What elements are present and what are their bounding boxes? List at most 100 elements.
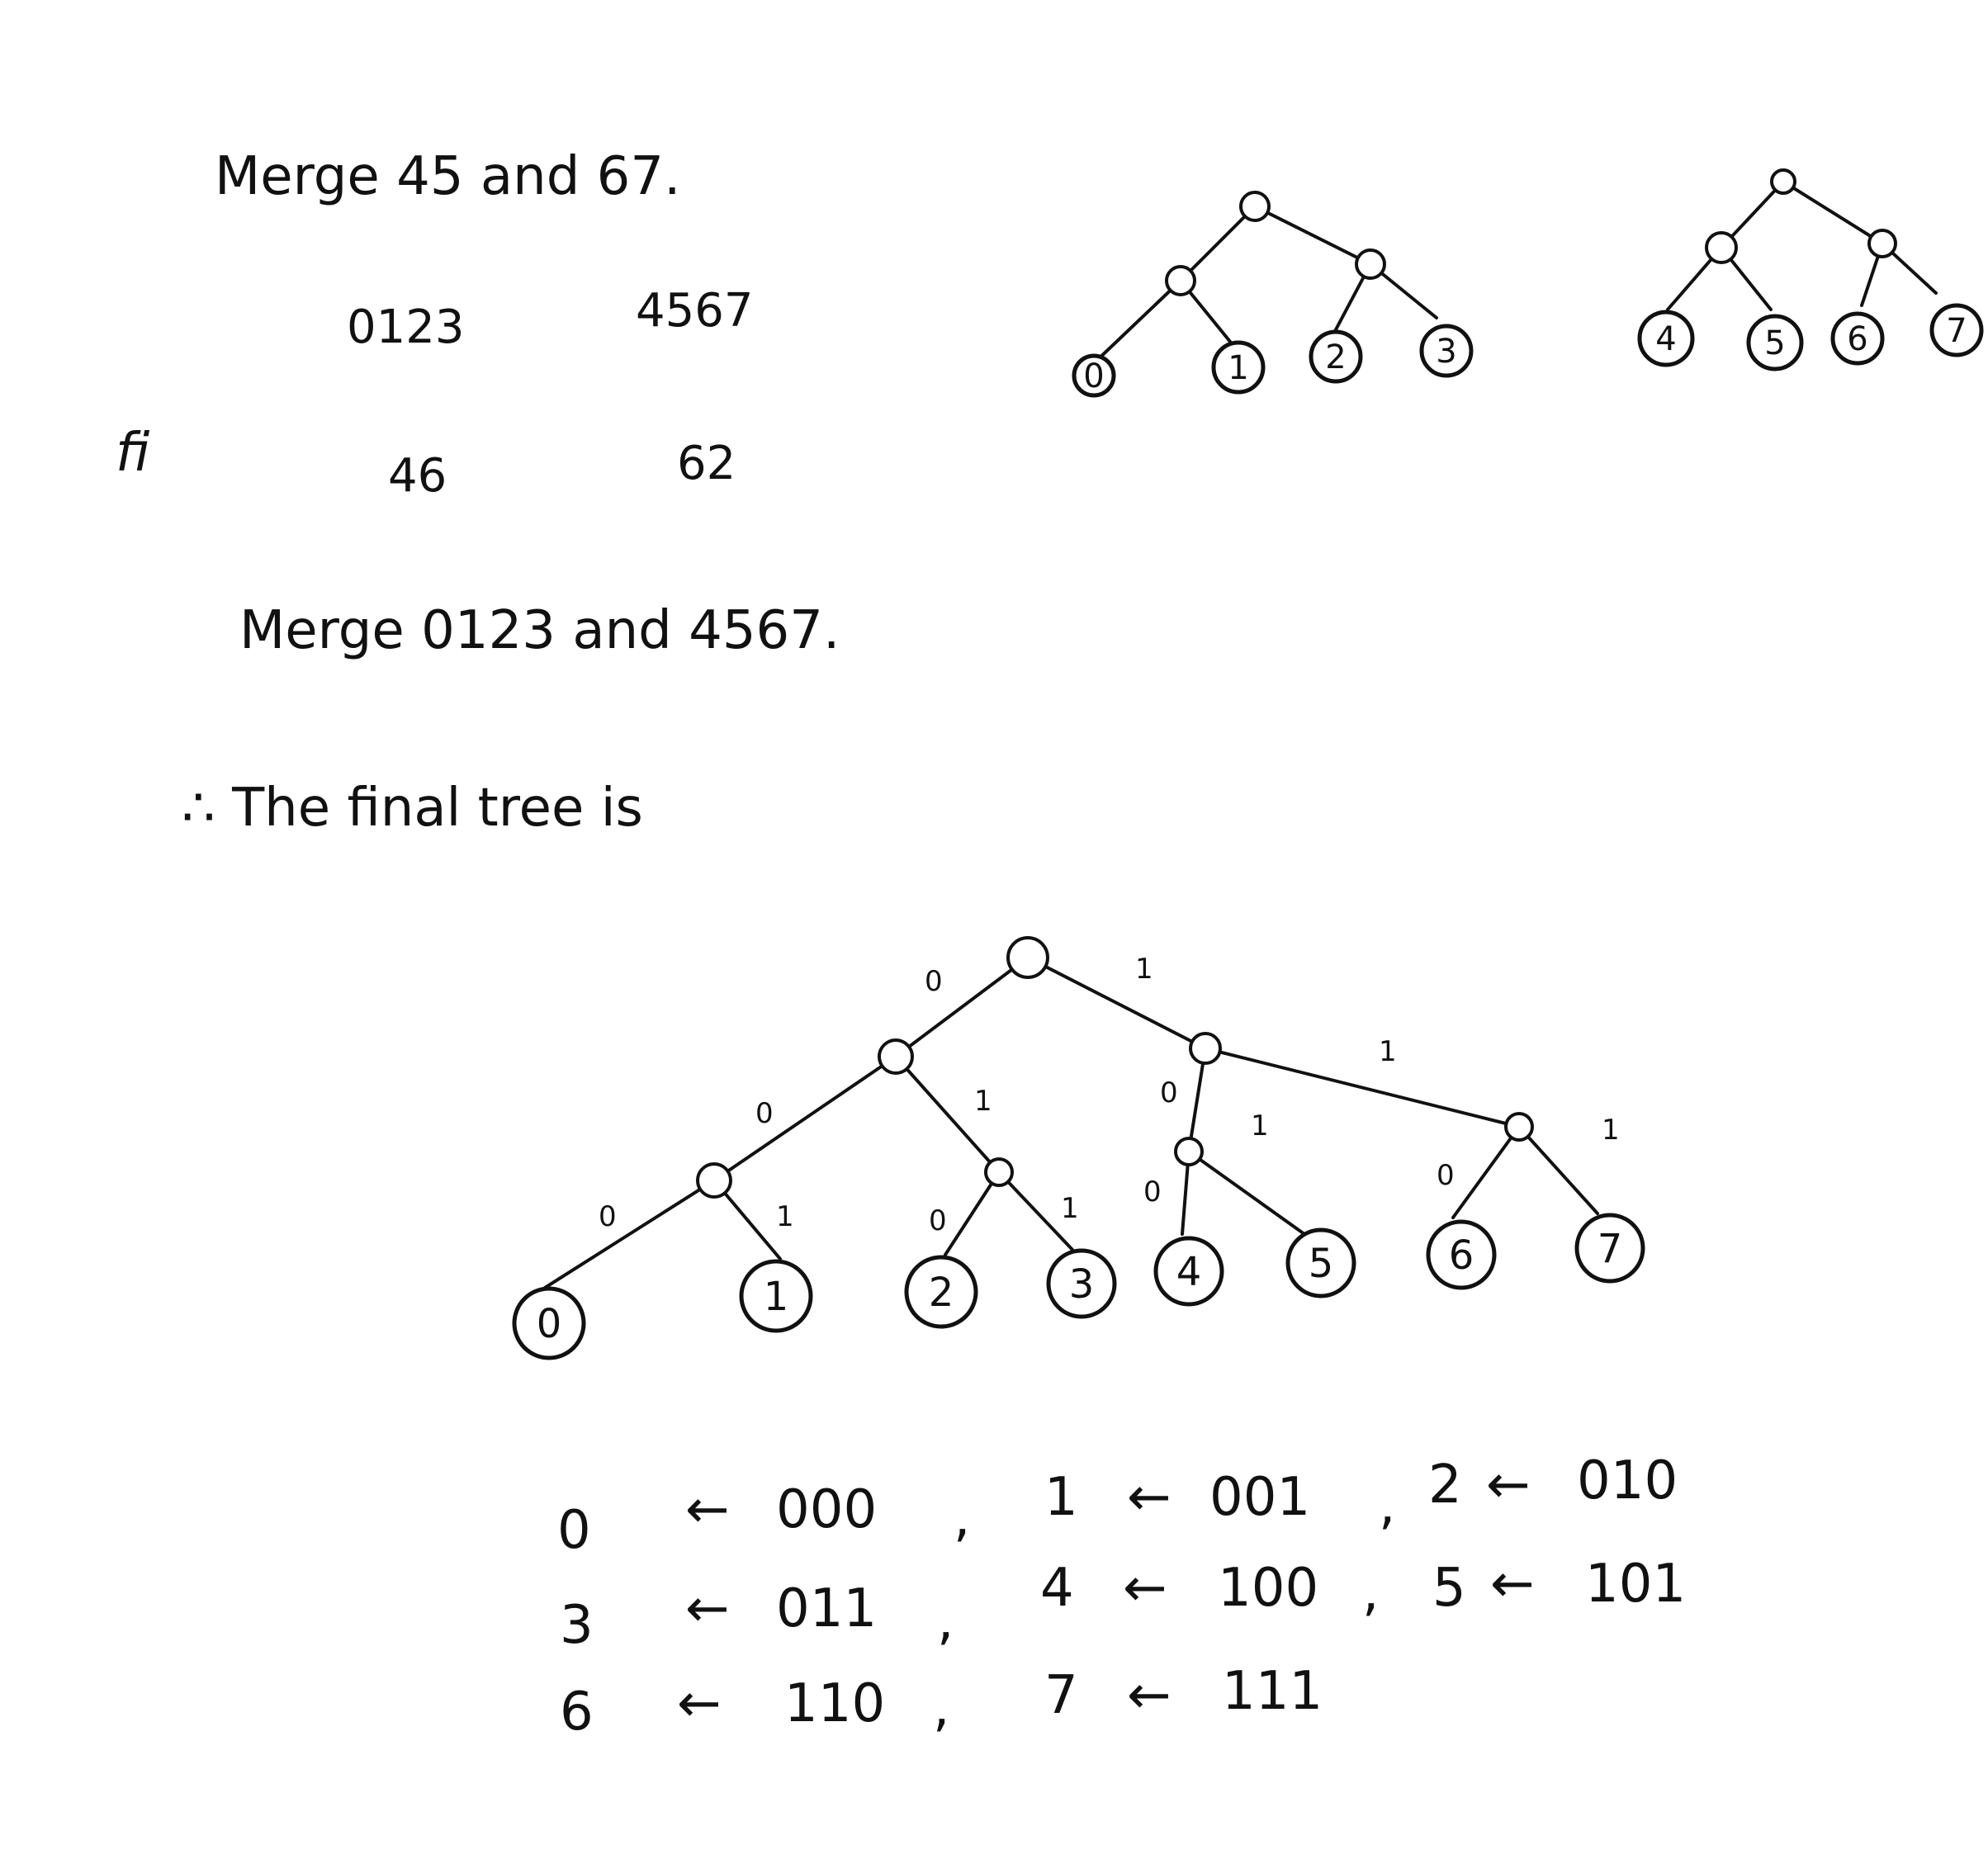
tree-a-leaf-3-label: 3: [1436, 333, 1456, 371]
code-value-1: 001: [1209, 1467, 1310, 1528]
final-leaf-0-label: 0: [537, 1301, 562, 1347]
code-value-0: 000: [776, 1479, 877, 1540]
edge-label-d-left: 0: [929, 1204, 947, 1237]
arrow: ←: [1127, 1665, 1172, 1726]
final-edge-root-left: [894, 956, 1030, 1058]
tree-a-internal-node: [1355, 248, 1386, 280]
final-edge: [1187, 1047, 1207, 1153]
final-internal-node: [1189, 1032, 1222, 1065]
tree-a-edge: [1092, 279, 1182, 365]
edge-label-c-left: 0: [599, 1200, 617, 1233]
final-leaf-4-label: 4: [1176, 1249, 1202, 1295]
final-root-node: [1006, 936, 1049, 979]
final-leaf-0: [512, 1286, 586, 1360]
tree-a-leaf-2-label: 2: [1325, 338, 1346, 376]
arrow: ←: [1486, 1455, 1531, 1516]
code-value-6: 110: [784, 1673, 885, 1734]
final-tree-caption: ∴ The final tree is: [182, 778, 643, 839]
tree-b-leaf-7: [1929, 303, 1984, 357]
final-leaf-2: [904, 1255, 978, 1329]
group-4567: 4567: [636, 284, 754, 338]
code-table: 0 ← 000 , 1 ← 001 , 2 ← 010 3 ← 011 , 4 …: [557, 1450, 1686, 1743]
separator-comma: ,: [1379, 1475, 1395, 1536]
edge-label-root-right: 1: [1135, 953, 1153, 986]
edge-label-e-left: 0: [1143, 1175, 1162, 1209]
tree-b-edge: [1782, 180, 1884, 245]
edge-label-d-right: 1: [1061, 1192, 1079, 1225]
final-edge: [997, 1171, 1075, 1252]
final-edge: [1187, 1150, 1306, 1236]
code-value-2: 010: [1577, 1450, 1678, 1511]
edge-label-f-left: 0: [1437, 1159, 1455, 1192]
code-symbol-5: 5: [1432, 1558, 1466, 1619]
final-edge: [1204, 1047, 1521, 1128]
code-value-5: 101: [1585, 1554, 1686, 1615]
final-leaf-7: [1574, 1213, 1645, 1284]
final-edge: [1451, 1125, 1521, 1219]
final-leaf-1: [739, 1259, 813, 1333]
tree-b-leaf-5-label: 5: [1764, 324, 1785, 362]
freq-value-1: 46: [388, 449, 447, 503]
tree-b-internal-node: [1705, 231, 1738, 264]
final-edge: [894, 1055, 1001, 1174]
tree-a-edge: [1253, 205, 1372, 266]
tree-b-leaf-6: [1830, 311, 1885, 366]
final-leaf-4: [1153, 1236, 1224, 1307]
code-value-4: 100: [1218, 1558, 1318, 1619]
edge-label-f-right: 1: [1602, 1114, 1620, 1147]
group-0123: 0123: [347, 300, 465, 354]
separator-comma: ,: [1362, 1562, 1379, 1623]
code-symbol-3: 3: [560, 1595, 594, 1656]
small-tree-b: 4 5 6 7: [1637, 168, 1984, 371]
edge-label-e-right: 1: [1251, 1109, 1269, 1142]
edge-label-b-right: 1: [1379, 1035, 1397, 1068]
tree-b-leaf-7-label: 7: [1946, 312, 1967, 350]
final-tree: 0 1 2 3 4 5 6 7 0 1 0 1 0 1 0 1 0 1 0 1 …: [512, 936, 1645, 1360]
small-tree-a: 0 1 2 3: [1072, 191, 1474, 398]
edge-label-b-left: 0: [1160, 1076, 1178, 1109]
tree-b-root-node: [1770, 168, 1796, 195]
code-value-3: 011: [776, 1578, 877, 1639]
final-edge-root-right: [1026, 956, 1207, 1050]
tree-b-internal-node: [1867, 229, 1897, 258]
tree-a-leaf-1: [1211, 340, 1266, 395]
tree-a-edge: [1179, 205, 1257, 282]
final-edge: [1517, 1125, 1599, 1215]
edge-label-c-right: 1: [776, 1200, 794, 1233]
edge-label-a-right: 1: [974, 1085, 992, 1118]
tree-b-leaf-4-label: 4: [1655, 320, 1676, 358]
arrow: ←: [685, 1578, 730, 1639]
tree-a-leaf-0: [1072, 353, 1116, 398]
heading-merge-0123-4567: Merge 0123 and 4567.: [239, 600, 840, 661]
final-internal-node: [1174, 1137, 1204, 1166]
tree-b-leaf-6-label: 6: [1847, 320, 1867, 358]
code-symbol-6: 6: [560, 1682, 594, 1743]
tree-b-leaf-5: [1746, 314, 1804, 371]
tree-a-root-node: [1239, 191, 1271, 222]
final-leaf-3-label: 3: [1069, 1261, 1095, 1308]
separator-comma: ,: [954, 1488, 970, 1549]
heading-merge-45-67: Merge 45 and 67.: [215, 146, 680, 207]
tree-a-leaf-3: [1419, 324, 1474, 378]
tree-a-leaf-1-label: 1: [1228, 349, 1248, 387]
tree-b-leaf-4: [1637, 310, 1695, 367]
separator-comma: ,: [937, 1591, 954, 1652]
final-edge: [543, 1179, 716, 1289]
code-symbol-0: 0: [557, 1500, 591, 1561]
arrow: ←: [685, 1479, 730, 1540]
final-edge: [944, 1171, 1001, 1256]
final-leaf-6-label: 6: [1449, 1232, 1474, 1279]
tree-a-leaf-2: [1309, 329, 1363, 384]
arrow: ←: [1490, 1554, 1535, 1615]
final-internal-node: [984, 1157, 1014, 1187]
final-leaf-5-label: 5: [1309, 1241, 1334, 1287]
final-internal-node: [1504, 1112, 1534, 1142]
arrow: ←: [677, 1673, 722, 1734]
code-symbol-1: 1: [1044, 1467, 1078, 1528]
tree-a-internal-node: [1165, 265, 1196, 296]
final-leaf-1-label: 1: [764, 1274, 789, 1320]
freq-label: fi: [116, 423, 150, 484]
final-leaf-5: [1285, 1228, 1356, 1298]
code-symbol-4: 4: [1040, 1558, 1074, 1619]
